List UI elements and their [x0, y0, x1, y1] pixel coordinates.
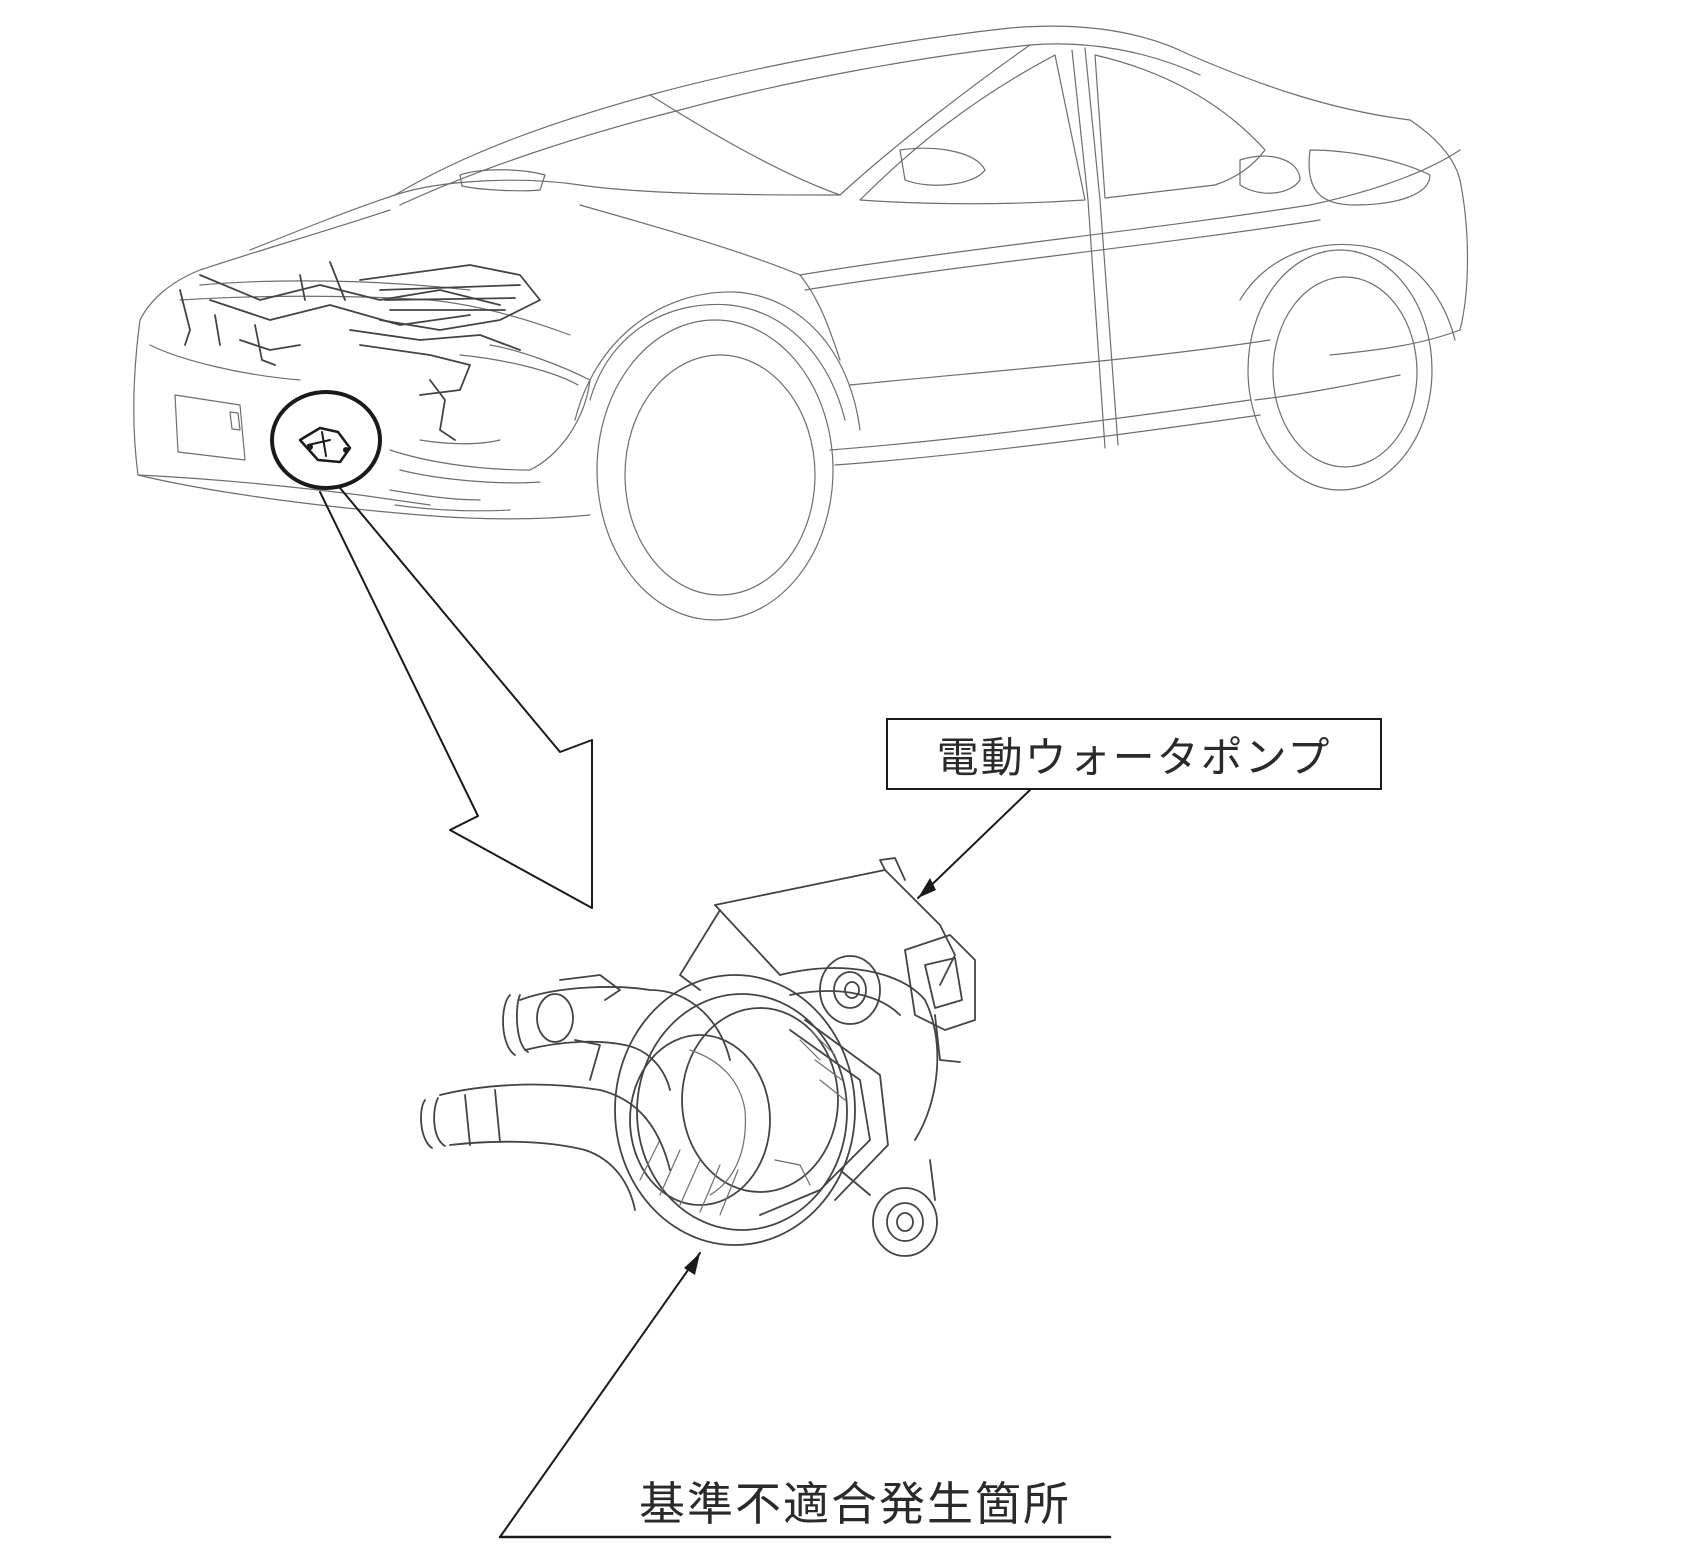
defect-leader-line [499, 1252, 701, 1538]
pump-leader-line [917, 789, 1031, 899]
zoom-arrow [319, 487, 593, 909]
pump-label: 電動ウォータポンプ [886, 718, 1382, 790]
water-pump-illustration [420, 857, 976, 1257]
defect-leader-arrowhead [684, 1253, 700, 1275]
car-illustration [133, 25, 1469, 621]
leader-lines [498, 789, 1112, 1539]
pump-leader-arrowhead [918, 878, 936, 898]
defect-location-label: 基準不適合発生箇所 [639, 1477, 1071, 1531]
zoom-circle [270, 390, 382, 490]
